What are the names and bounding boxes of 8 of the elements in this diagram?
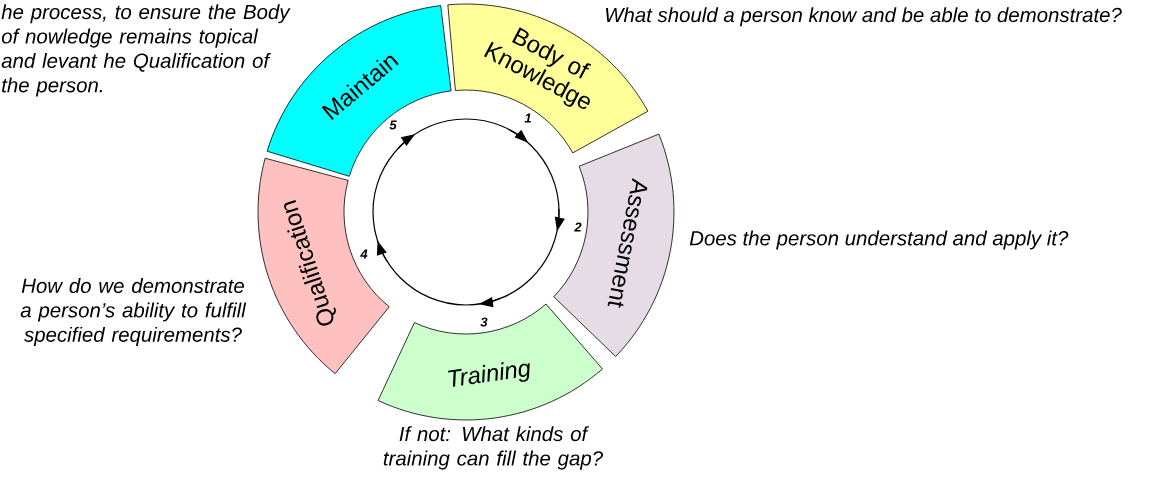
step-number: 1 <box>524 113 531 123</box>
question-text: Does the person understand and apply it? <box>689 230 1069 250</box>
step-number: 3 <box>480 317 488 327</box>
step-number: 5 <box>389 120 397 130</box>
question-text: If not: What kinds of training can fill the gap? <box>383 426 603 470</box>
question-text: How do we demonstrate a person’s ability to fulfill specified requirements? <box>20 278 247 346</box>
step-number: 4 <box>360 249 368 259</box>
step-number: 2 <box>574 222 582 232</box>
